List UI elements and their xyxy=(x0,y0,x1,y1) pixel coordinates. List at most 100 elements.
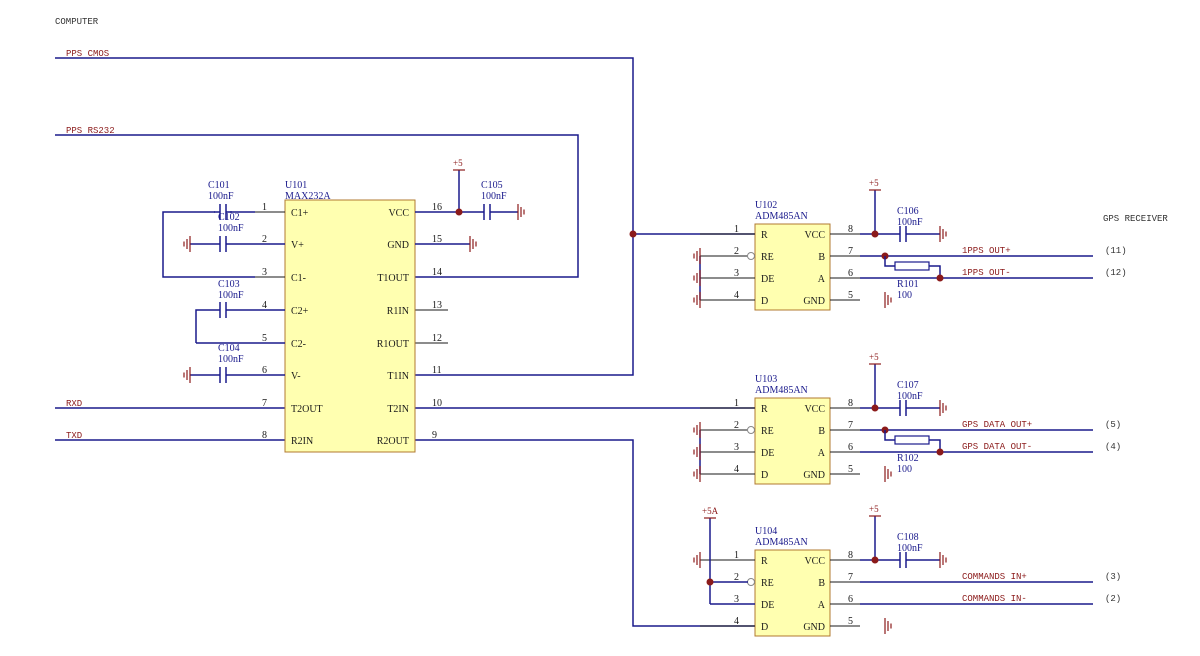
u104-ref: U104 xyxy=(755,526,777,537)
u102-pin-num-8: 8 xyxy=(848,224,853,235)
wire-c103-loop xyxy=(195,309,285,344)
u103-part: ADM485AN xyxy=(755,385,808,396)
c102-value: 100nF xyxy=(218,223,244,234)
u103-pin-name-vcc: VCC xyxy=(804,404,825,415)
u101-pin-num-15: 15 xyxy=(432,234,442,245)
u104-pin-num-2: 2 xyxy=(734,572,739,583)
u102-vcc-junction xyxy=(871,230,879,238)
u103-vcc-junction xyxy=(871,404,879,412)
u102-pin-num-4: 4 xyxy=(734,290,739,301)
u101-pin-name-c2-: C2- xyxy=(291,339,306,350)
u101-pin-num-9: 9 xyxy=(432,430,437,441)
ground-symbols xyxy=(183,204,947,634)
net-label-pps-rs232: PPS RS232 xyxy=(66,126,115,136)
junction-pps-cmos xyxy=(629,230,637,238)
u102-pin-name-r: R xyxy=(761,230,768,241)
u102-pin-num-2: 2 xyxy=(734,246,739,257)
wire-u104-re-de xyxy=(710,581,755,605)
u103-pin-num-6: 6 xyxy=(848,442,853,453)
u101-pin-name-t1out: T1OUT xyxy=(377,273,409,284)
u104-pin-name-gnd: GND xyxy=(803,622,825,633)
net-label-txd: TXD xyxy=(66,431,82,441)
c106-ref: C106 xyxy=(897,206,919,217)
u102-re-bubble xyxy=(747,252,755,260)
capacitor-c101 xyxy=(214,204,232,220)
chip-u103: U103ADM485AN1R2RE3DE4D8VCC7B6A5GND+5C107… xyxy=(699,352,940,485)
connector-pin-cmd-in-p: (3) xyxy=(1105,572,1121,582)
net-label-rxd: RXD xyxy=(66,399,82,409)
ground-icon-u102-de xyxy=(693,270,701,286)
u103-pin-name-r: R xyxy=(761,404,768,415)
u101-pin-num-3: 3 xyxy=(262,267,267,278)
u102-part: ADM485AN xyxy=(755,211,808,222)
u101-body xyxy=(284,199,416,453)
u104-re-bubble xyxy=(747,578,755,586)
chip-u104: U104ADM485AN1R2RE3DE4D8VCC7B6A5GND+5C108… xyxy=(700,504,940,637)
net-label-cmd-in-n: COMMANDS IN- xyxy=(962,594,1027,604)
u102-power-label: +5 xyxy=(869,178,879,188)
u104-pin-name-b: B xyxy=(818,578,825,589)
connector-pin-gps-data-p: (5) xyxy=(1105,420,1121,430)
u103-pin-num-7: 7 xyxy=(848,420,853,431)
ground-icon-u104-gnd xyxy=(884,618,892,634)
u101-pin-name-gnd: GND xyxy=(387,240,409,251)
u103-pin-num-2: 2 xyxy=(734,420,739,431)
c104-ref: C104 xyxy=(218,343,240,354)
ground-icon-u103-d xyxy=(693,466,701,482)
u102-pin-num-7: 7 xyxy=(848,246,853,257)
u101-pin-num-16: 16 xyxy=(432,202,442,213)
ground-icon-c106 xyxy=(939,226,947,242)
u102-pin-name-a: A xyxy=(818,274,826,285)
c106-value: 100nF xyxy=(897,217,923,228)
net-label-pps-out-p: 1PPS OUT+ xyxy=(962,246,1011,256)
u101-pin-name-t2in: T2IN xyxy=(387,404,409,415)
connector-pin-gps-data-n: (4) xyxy=(1105,442,1121,452)
ground-icon-c102 xyxy=(183,236,191,252)
power-label-u101: +5 xyxy=(453,158,463,168)
connector-pin-pps-out-p: (11) xyxy=(1105,246,1127,256)
u101-pin-name-r1out: R1OUT xyxy=(377,339,409,350)
connector-pin-pps-out-n: (12) xyxy=(1105,268,1127,278)
u104-pin-num-6: 6 xyxy=(848,594,853,605)
r102-junction-a xyxy=(936,448,944,456)
resistor-r102 xyxy=(894,435,930,445)
net-label-pps-out-n: 1PPS OUT- xyxy=(962,268,1011,278)
u101-pin-name-r2in: R2IN xyxy=(291,436,313,447)
u101-pin-name-r2out: R2OUT xyxy=(377,436,409,447)
c103-value: 100nF xyxy=(218,290,244,301)
u102-pin-name-de: DE xyxy=(761,274,774,285)
capacitor-c105 xyxy=(483,204,491,220)
u101-pin-name-c1-: C1- xyxy=(291,273,306,284)
r102-ref: R102 xyxy=(897,453,919,464)
ground-icon-u102-d xyxy=(693,292,701,308)
r102-value: 100 xyxy=(897,464,912,475)
u101-pin-num-10: 10 xyxy=(432,398,442,409)
u101-pin-name-t2out: T2OUT xyxy=(291,404,323,415)
u101-pin-num-4: 4 xyxy=(262,300,267,311)
u104-pin-name-vcc: VCC xyxy=(804,556,825,567)
u101-pin-name-c2+: C2+ xyxy=(291,306,309,317)
wire-r2out-u104 xyxy=(415,439,755,627)
junction-u104-re xyxy=(706,578,714,586)
u104-pin-num-4: 4 xyxy=(734,616,739,627)
c108-value: 100nF xyxy=(897,543,923,554)
u104-power-label: +5 xyxy=(869,504,879,514)
u103-pin-name-d: D xyxy=(761,470,768,481)
u101-pin-num-12: 12 xyxy=(432,333,442,344)
u102-pin-name-re: RE xyxy=(761,252,774,263)
u101-pin-num-13: 13 xyxy=(432,300,442,311)
u103-pin-name-de: DE xyxy=(761,448,774,459)
u101-pin-num-11: 11 xyxy=(432,365,442,376)
u104-pin-num-1: 1 xyxy=(734,550,739,561)
u101-pin-num-7: 7 xyxy=(262,398,267,409)
u102-pin-num-1: 1 xyxy=(734,224,739,235)
r101-junction-a xyxy=(936,274,944,282)
junction-u101-vcc xyxy=(455,208,463,216)
u101-pin-name-c1+: C1+ xyxy=(291,208,309,219)
wire-pps-rs232 xyxy=(55,134,579,278)
u102-pin-num-6: 6 xyxy=(848,268,853,279)
resistor-r101 xyxy=(894,261,930,271)
ground-icon-u104-r xyxy=(693,552,701,568)
net-label-gps-data-p: GPS DATA OUT+ xyxy=(962,420,1032,430)
